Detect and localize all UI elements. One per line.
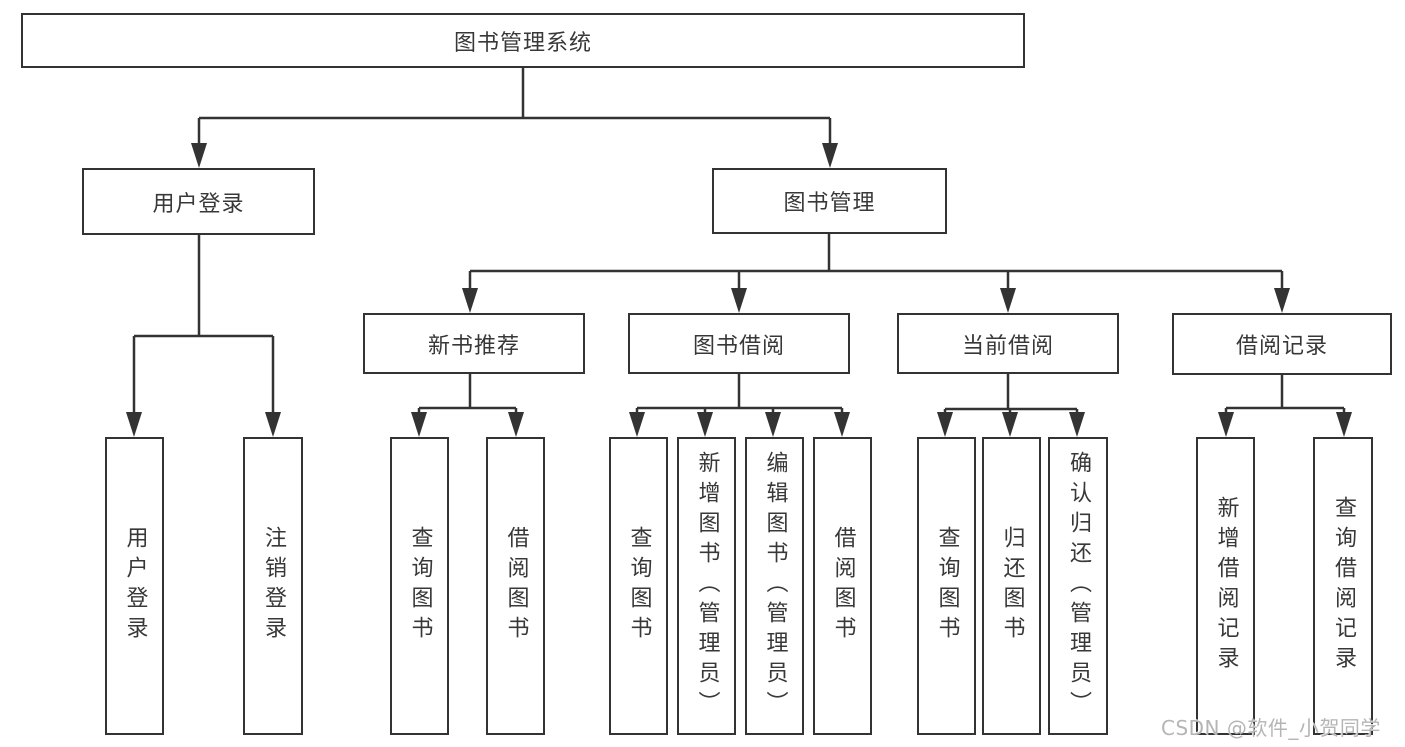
node-library-management-system: 图书管理系统 <box>21 13 1025 68</box>
node-new-book-recommendation: 新书推荐 <box>363 313 585 374</box>
node-leaf-add-book-admin: 新增图书（管理员） <box>677 437 736 735</box>
node-label: 借阅记录 <box>1235 334 1328 359</box>
connector-newbooks-to-leaves <box>411 374 524 437</box>
node-book-management-module: 图书管理 <box>712 168 947 234</box>
node-label: 查询图书 <box>407 526 433 646</box>
node-label: 查询图书 <box>626 526 652 646</box>
node-current-borrowing: 当前借阅 <box>897 313 1119 374</box>
node-leaf-return-books: 归还图书 <box>982 437 1041 735</box>
node-borrowing-records: 借阅记录 <box>1172 313 1392 375</box>
node-label: 新书推荐 <box>427 333 520 359</box>
node-leaf-query-books-borrowing: 查询图书 <box>609 437 668 735</box>
connector-records-to-leaves <box>1218 374 1352 437</box>
node-leaf-borrow-books-borrowing: 借阅图书 <box>813 437 872 735</box>
node-label: 查询借阅记录 <box>1331 496 1356 676</box>
node-label: 当前借阅 <box>961 333 1054 359</box>
node-label: 确认归还（管理员） <box>1066 451 1091 721</box>
node-book-borrowing: 图书借阅 <box>628 313 850 374</box>
node-leaf-query-borrow-record: 查询借阅记录 <box>1313 437 1373 735</box>
node-leaf-user-login: 用户登录 <box>105 437 164 735</box>
node-leaf-borrow-books-recommend: 借阅图书 <box>486 437 545 735</box>
node-leaf-confirm-return-admin: 确认归还（管理员） <box>1048 437 1108 735</box>
node-label: 归还图书 <box>999 526 1025 646</box>
node-leaf-add-borrow-record: 新增借阅记录 <box>1196 437 1255 735</box>
csdn-watermark: CSDN @软件_小贺同学 <box>1161 716 1381 740</box>
connector-borrowing-to-leaves <box>629 374 850 437</box>
node-label: 编辑图书（管理员） <box>762 451 788 721</box>
node-label: 借阅图书 <box>830 526 856 646</box>
node-label: 图书管理系统 <box>453 30 592 56</box>
connector-bookmgmt-to-level3 <box>462 234 1290 313</box>
node-label: 用户登录 <box>122 526 148 646</box>
connector-root-to-level2 <box>191 68 838 168</box>
connector-userlogin-to-leaves <box>126 235 281 437</box>
node-leaf-logout: 注销登录 <box>243 437 303 735</box>
node-label: 新增图书（管理员） <box>694 451 720 721</box>
node-user-login-module: 用户登录 <box>82 168 315 235</box>
node-label: 新增借阅记录 <box>1213 496 1239 676</box>
node-label: 用户登录 <box>152 191 245 217</box>
node-label: 借阅图书 <box>503 526 529 646</box>
connector-current-to-leaves <box>937 374 1085 437</box>
node-label: 查询图书 <box>934 526 960 646</box>
node-leaf-edit-book-admin: 编辑图书（管理员） <box>745 437 804 735</box>
node-leaf-query-books-recommend: 查询图书 <box>390 437 449 735</box>
node-label: 注销登录 <box>261 526 286 646</box>
node-label: 图书管理 <box>783 191 876 216</box>
node-label: 图书借阅 <box>692 333 785 359</box>
node-leaf-query-books-current: 查询图书 <box>917 437 976 735</box>
